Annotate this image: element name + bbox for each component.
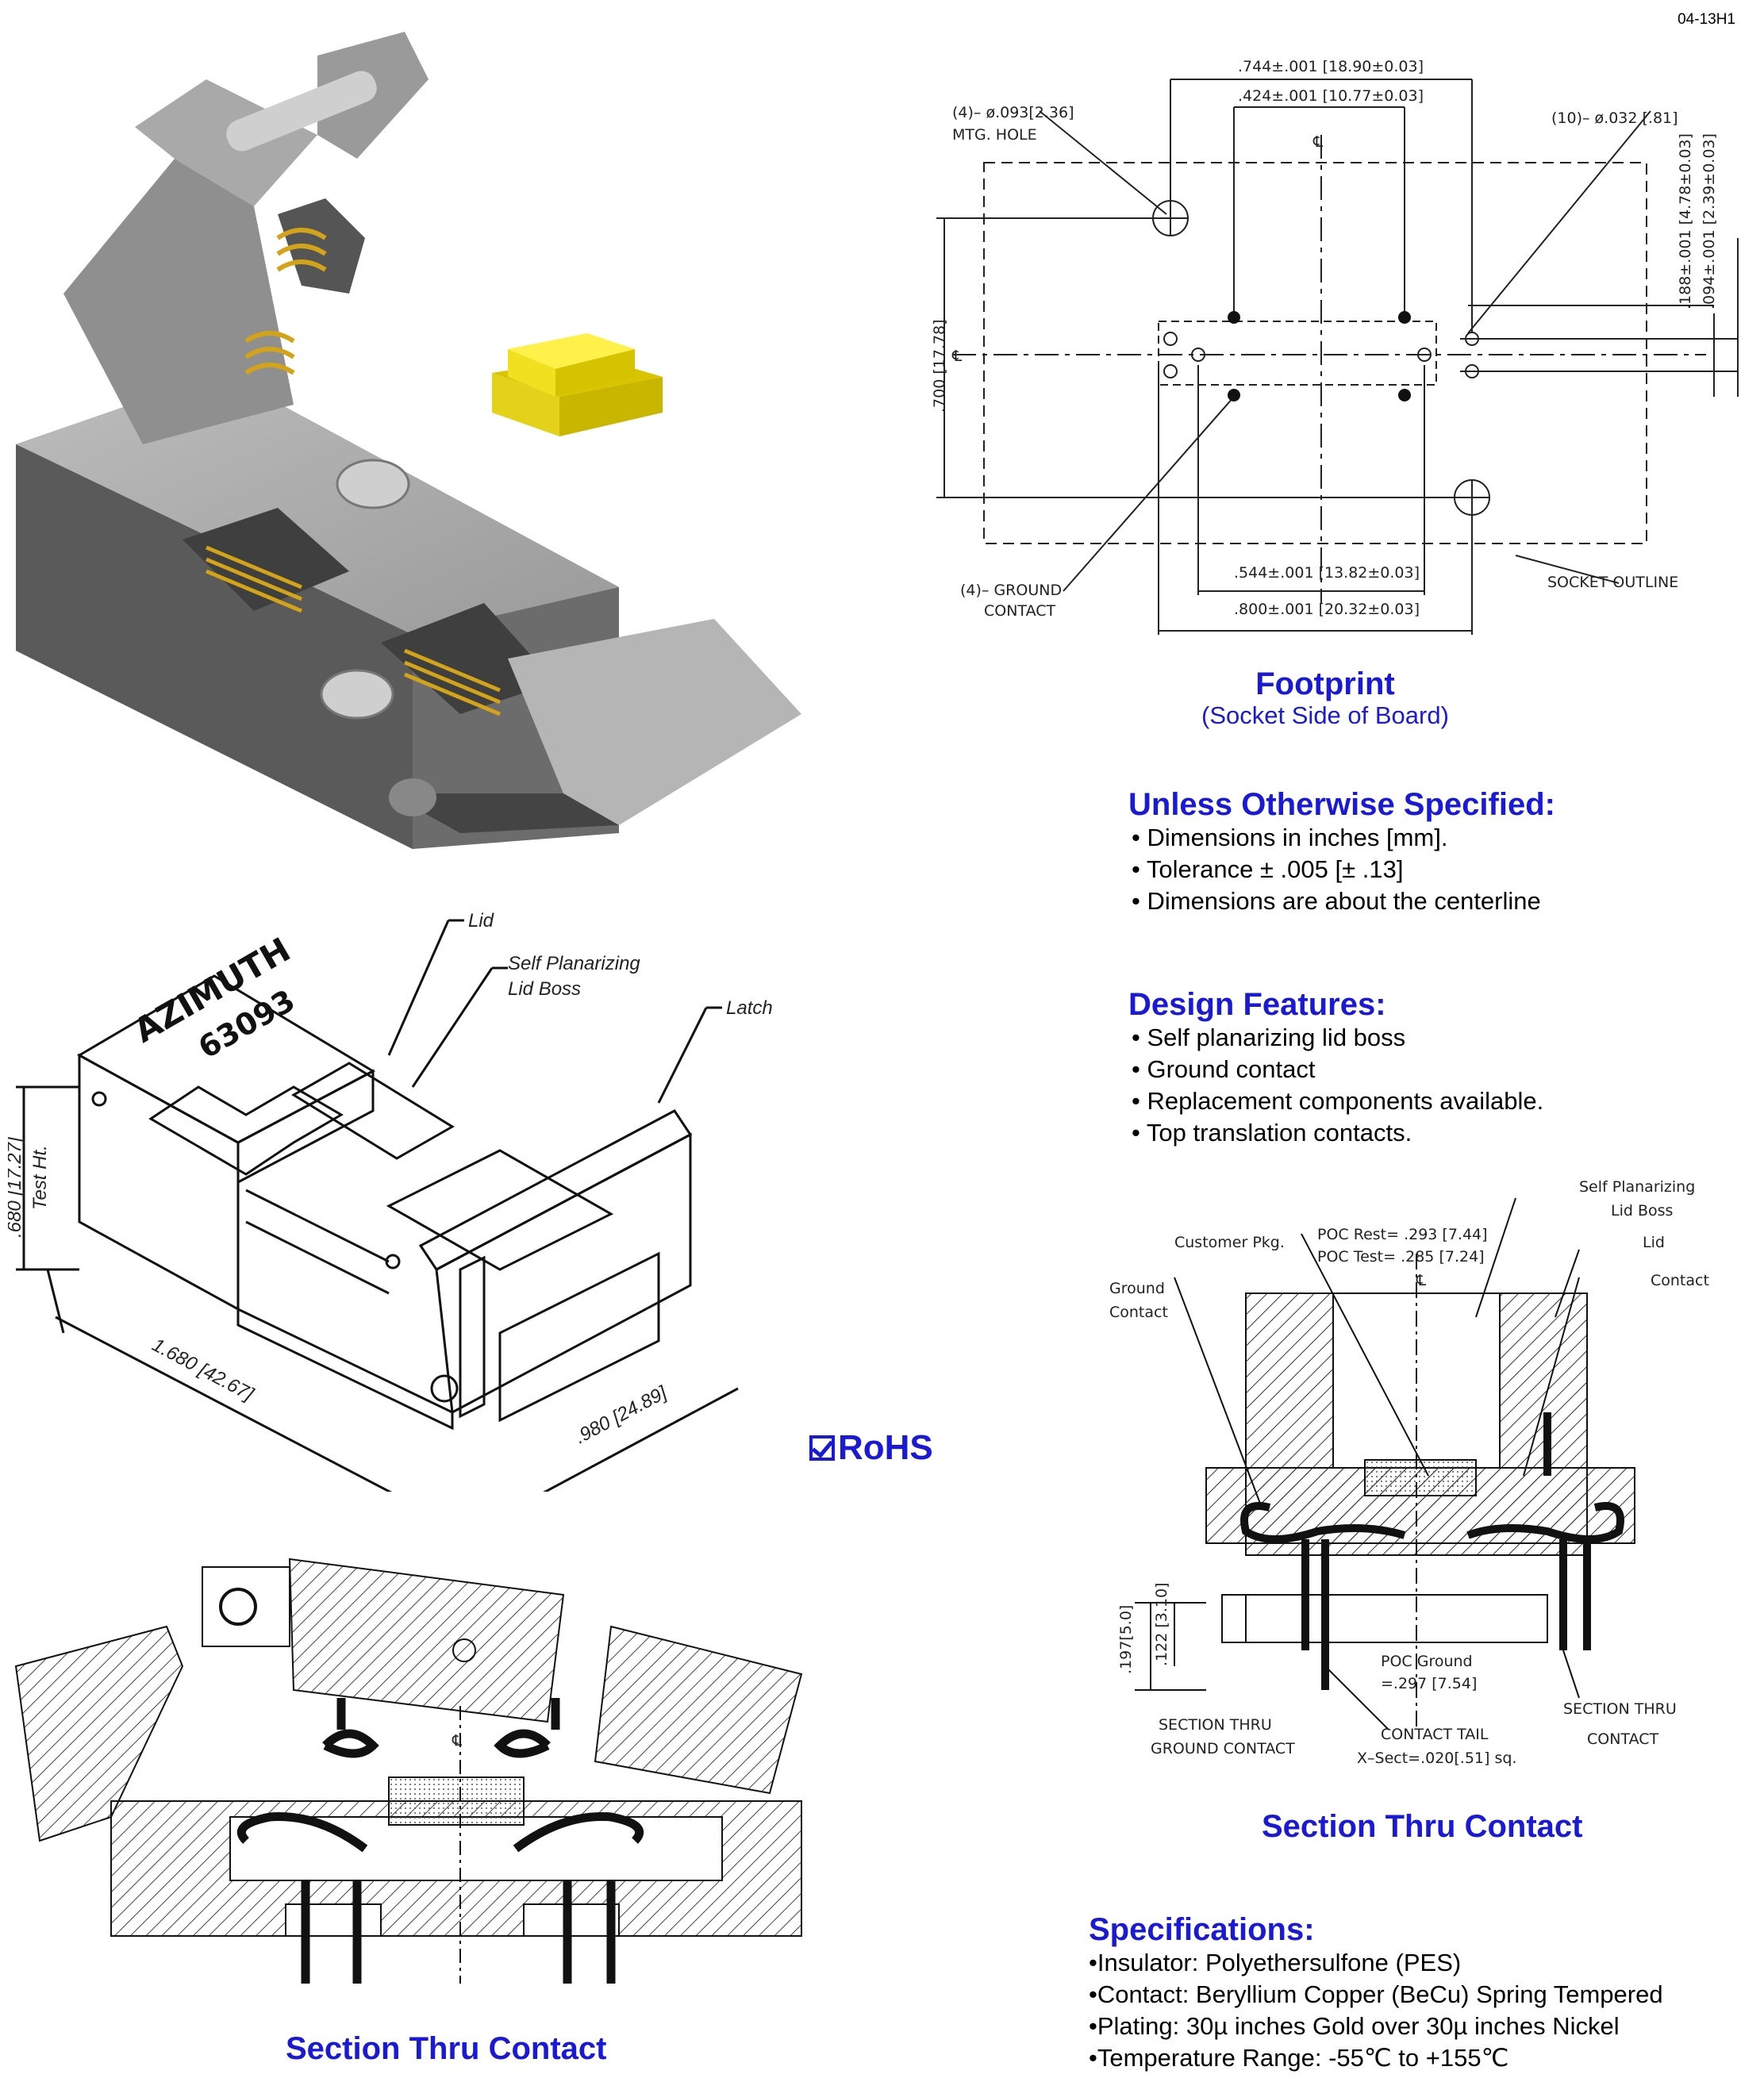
centerline-mark: ℄ (1312, 133, 1324, 151)
boss-label-2: Lid Boss (508, 978, 581, 1000)
poc-ground-label: POC Ground (1381, 1653, 1473, 1670)
latch-label: Latch (726, 997, 773, 1019)
sec-contact-label-2: CONTACT (1587, 1730, 1658, 1748)
dim-744: .744±.001 [18.90±0.03] (1238, 58, 1424, 75)
self-planar-label-2: Lid Boss (1611, 1202, 1673, 1220)
ground-contact-label-2: CONTACT (984, 602, 1055, 620)
mtg-hole-label: (4)– ø.093[2.36] (952, 104, 1074, 121)
sec-ground-label-2: GROUND CONTACT (1151, 1740, 1295, 1757)
centerline-mark-v: ℄ (951, 348, 963, 365)
socket-outline-label: SOCKET OUTLINE (1547, 574, 1678, 591)
height-label: .680 [17.27] (8, 1136, 25, 1238)
dim-424: .424±.001 [10.77±0.03] (1238, 87, 1424, 105)
design-title: Design Features: (1128, 987, 1386, 1022)
contact-label-right: Contact (1651, 1272, 1709, 1289)
ground-label: Ground (1109, 1280, 1165, 1297)
mtg-hole-label-2: MTG. HOLE (952, 126, 1037, 144)
spec-item: •Insulator: Polyethersulfone (PES) (1089, 1949, 1462, 1976)
customer-pkg-label: Customer Pkg. (1174, 1234, 1285, 1251)
unless-item: • Tolerance ± .005 [± .13] (1132, 855, 1404, 883)
spec-item: •Plating: 30µ inches Gold over 30µ inche… (1089, 2012, 1620, 2040)
sec-contact-label: SECTION THRU (1563, 1700, 1677, 1718)
section-right-title: Section Thru Contact (1262, 1809, 1583, 1844)
sec-ground-label: SECTION THRU (1159, 1716, 1272, 1734)
dim-800: .800±.001 [20.32±0.03] (1234, 601, 1420, 618)
rohs-label: RoHS (838, 1428, 933, 1467)
ground-label-2: Contact (1109, 1304, 1168, 1321)
socket-3d-render (16, 32, 801, 849)
centerline-mark-right: ℄ (1416, 1272, 1427, 1289)
boss-label-1: Self Planarizing (508, 953, 640, 974)
lid-label: Lid (468, 910, 494, 931)
self-planar-label: Self Planarizing (1579, 1178, 1695, 1196)
rohs-badge: RoHS (809, 1428, 933, 1468)
design-item: • Self planarizing lid boss (1132, 1024, 1406, 1051)
specs-title: Specifications: (1089, 1912, 1315, 1947)
spec-item: •Temperature Range: -55℃ to +155℃ (1089, 2044, 1509, 2072)
section-right-drawing: POC Rest= .293 [7.44] POC Test= .285 [7.… (1109, 1178, 1709, 1767)
section-left-title: Section Thru Contact (286, 2031, 607, 2066)
dim-188: .188±.001 [4.78±0.03] (1677, 133, 1694, 309)
poc-rest-label: POC Rest= .293 [7.44] (1317, 1226, 1488, 1243)
unless-item: • Dimensions in inches [mm]. (1132, 824, 1448, 851)
section-left-drawing: ℄ (14, 1558, 803, 1984)
lid-label-right: Lid (1643, 1234, 1665, 1251)
design-item: • Ground contact (1132, 1055, 1316, 1083)
poc-test-label: POC Test= .285 [7.24] (1317, 1248, 1485, 1266)
footprint-title: Footprint (1255, 666, 1395, 701)
footprint-subtitle: (Socket Side of Board) (1201, 701, 1449, 729)
document-id: 04-13H1 (1678, 11, 1735, 28)
checkbox-icon (809, 1435, 835, 1461)
poc-ground-label-2: =.297 [7.54] (1381, 1675, 1477, 1692)
footprint-drawing: .744±.001 [18.90±0.03] .424±.001 [10.77±… (931, 58, 1739, 635)
centerline-mark-left: ℄ (452, 1732, 463, 1750)
ground-contact-label: (4)– GROUND (960, 582, 1062, 599)
dim-122: .122 [3.10] (1153, 1583, 1170, 1666)
dim-197: .197[5.0] (1117, 1605, 1135, 1674)
xsect-label: X–Sect=.020[.51] sq. (1357, 1750, 1516, 1767)
design-item: • Top translation contacts. (1132, 1119, 1412, 1147)
pin-holes-label: (10)– ø.032 [.81] (1551, 109, 1678, 127)
contact-tail-label: CONTACT TAIL (1381, 1726, 1489, 1743)
width-label: .980 [24.89] (571, 1381, 671, 1448)
dim-544: .544±.001 [13.82±0.03] (1234, 564, 1420, 582)
spec-item: •Contact: Beryllium Copper (BeCu) Spring… (1089, 1980, 1663, 2008)
unless-title: Unless Otherwise Specified: (1128, 787, 1555, 822)
height-label-2: Test Ht. (29, 1145, 51, 1210)
design-item: • Replacement components available. (1132, 1087, 1544, 1115)
dim-094: .094±.001 [2.39±0.03] (1701, 133, 1718, 309)
dim-700: .700 [17.78] (931, 319, 948, 413)
isometric-drawing: Lid Self Planarizing Lid Boss Latch AZIM… (8, 910, 773, 1492)
unless-item: • Dimensions are about the centerline (1132, 887, 1541, 915)
